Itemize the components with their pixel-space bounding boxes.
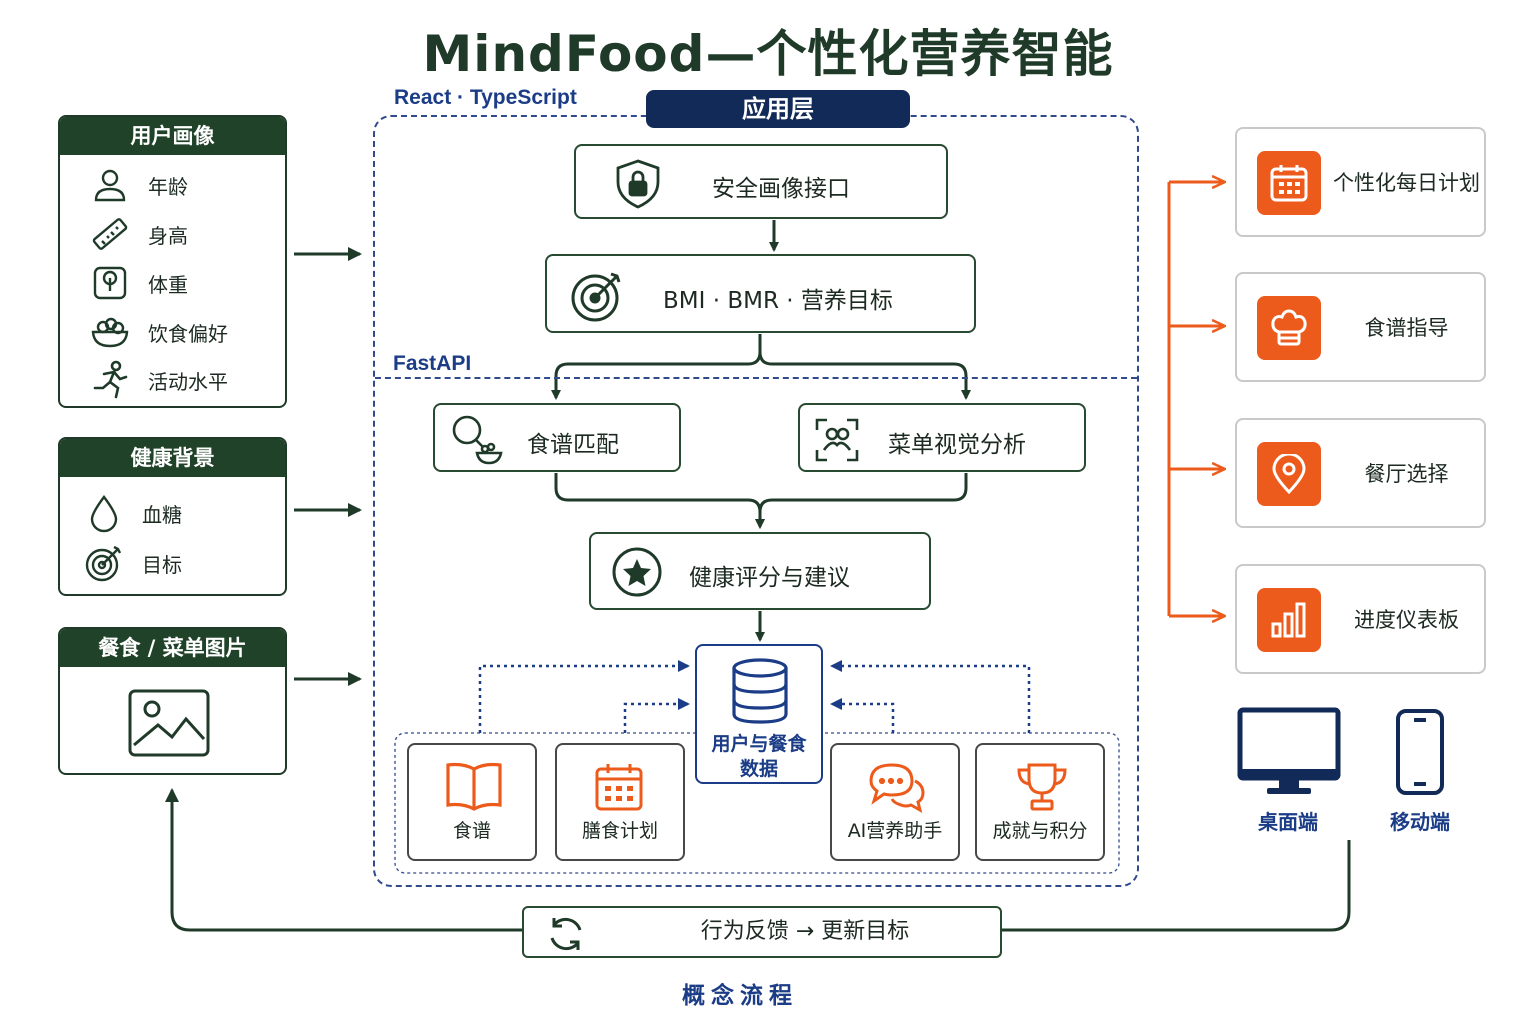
- ruler-icon: [92, 218, 128, 250]
- food-bowl-icon: [91, 317, 129, 348]
- health-item-label: 血糖: [142, 502, 182, 527]
- running-icon: [93, 360, 128, 399]
- health-item-glucose: 血糖: [84, 493, 182, 533]
- database-icon: [732, 658, 788, 724]
- calendar-icon: [1270, 165, 1308, 202]
- image-icon: [128, 689, 210, 757]
- fastapi-divider: [375, 377, 1137, 379]
- output-icon-tile: [1257, 151, 1321, 215]
- module-label: 成就与积分: [992, 820, 1088, 842]
- feedback-loop: [165, 788, 1351, 932]
- profile-item-height: 身高: [90, 214, 188, 254]
- meal-images-panel: 餐食 / 菜单图片: [58, 627, 287, 775]
- trophy-icon: [1017, 763, 1067, 811]
- user-icon: [94, 169, 126, 202]
- output-progress-dashboard: 进度仪表板: [1235, 564, 1486, 674]
- health-score-node: 健康评分与建议: [589, 532, 931, 610]
- health-score-label: 健康评分与建议: [689, 565, 850, 591]
- scale-icon: [93, 266, 127, 300]
- module-ai-assistant: AI营养助手: [830, 743, 960, 861]
- user-profile-title: 用户画像: [60, 117, 285, 155]
- profile-item-label: 体重: [148, 272, 188, 297]
- title-brand: MindFood: [422, 25, 706, 83]
- title-subtitle: 个性化营养智能: [756, 25, 1114, 83]
- backend-stack-label: FastAPI: [393, 352, 472, 375]
- module-recipes: 食谱: [407, 743, 537, 861]
- user-meal-database: 用户与餐食数据: [695, 644, 823, 784]
- profile-item-weight: 体重: [90, 263, 188, 303]
- profile-item-activity: 活动水平: [90, 360, 228, 400]
- title-dash: —: [705, 25, 757, 83]
- secure-profile-api-node: 安全画像接口: [574, 144, 948, 219]
- page-title: MindFood—个性化营养智能: [0, 14, 1536, 86]
- target-icon: [571, 272, 621, 322]
- output-recipe-guidance: 食谱指导: [1235, 272, 1486, 382]
- chat-icon: [869, 763, 925, 813]
- health-background-title: 健康背景: [60, 439, 285, 477]
- bar-chart-icon: [1271, 602, 1306, 638]
- application-layer-badge: 应用层: [646, 90, 910, 128]
- profile-item-diet: 饮食偏好: [90, 312, 228, 352]
- output-icon-tile: [1257, 296, 1321, 360]
- output-arrows: [1167, 182, 1224, 616]
- output-icon-tile: [1257, 588, 1321, 652]
- database-label: 用户与餐食数据: [711, 733, 807, 780]
- shield-lock-icon: [616, 159, 660, 209]
- health-background-panel: 健康背景 血糖 目标: [58, 437, 287, 596]
- phone-icon: [1396, 709, 1444, 795]
- book-icon: [446, 762, 502, 811]
- secure-profile-api-label: 安全画像接口: [712, 176, 850, 202]
- recipe-match-node: 食谱匹配: [433, 403, 681, 472]
- chef-hat-icon: [1271, 309, 1307, 346]
- profile-item-label: 身高: [148, 223, 188, 248]
- output-label: 餐厅选择: [1364, 462, 1449, 486]
- input-arrows: [294, 247, 362, 686]
- health-item-label: 目标: [142, 552, 182, 577]
- recipe-match-label: 食谱匹配: [527, 432, 619, 458]
- module-meal-plan: 膳食计划: [555, 743, 685, 861]
- profile-item-label: 年龄: [148, 174, 188, 199]
- data-links: [478, 660, 1031, 733]
- feedback-label: 行为反馈 → 更新目标: [700, 919, 910, 944]
- diagram-caption: 概念流程: [682, 983, 798, 1009]
- feedback-node: 行为反馈 → 更新目标: [522, 906, 1002, 958]
- output-label: 个性化每日计划: [1333, 171, 1480, 195]
- calendar-icon: [595, 764, 643, 811]
- modules-frame: [394, 732, 1120, 874]
- monitor-icon: [1237, 707, 1341, 794]
- frontend-stack-label: React · TypeScript: [394, 86, 577, 109]
- metrics-label: BMI · BMR · 营养目标: [663, 288, 893, 314]
- drop-icon: [90, 494, 118, 533]
- menu-vision-label: 菜单视觉分析: [888, 432, 1026, 458]
- health-item-goal: 目标: [84, 543, 182, 583]
- meal-images-title: 餐食 / 菜单图片: [60, 629, 285, 667]
- scan-icon: [815, 418, 859, 462]
- target-icon: [85, 545, 122, 582]
- module-label: 食谱: [452, 820, 491, 842]
- menu-vision-node: 菜单视觉分析: [798, 403, 1086, 472]
- metrics-node: BMI · BMR · 营养目标: [545, 254, 976, 333]
- mobile-label: 移动端: [1390, 810, 1450, 834]
- star-icon: [612, 547, 662, 597]
- module-label: AI营养助手: [847, 820, 943, 842]
- profile-item-label: 活动水平: [148, 369, 228, 394]
- module-achievements: 成就与积分: [975, 743, 1105, 861]
- output-label: 进度仪表板: [1354, 608, 1459, 632]
- module-label: 膳食计划: [581, 820, 658, 842]
- output-icon-tile: [1257, 442, 1321, 506]
- output-label: 食谱指导: [1364, 316, 1449, 340]
- refresh-icon: [550, 917, 582, 951]
- output-restaurant-choice: 餐厅选择: [1235, 418, 1486, 528]
- profile-item-label: 饮食偏好: [148, 321, 228, 346]
- profile-item-age: 年龄: [90, 165, 188, 205]
- user-profile-panel: 用户画像 年龄 身高 体重 饮食偏好 活动水平: [58, 115, 287, 408]
- search-food-icon: [452, 415, 503, 465]
- location-pin-icon: [1272, 454, 1306, 494]
- desktop-label: 桌面端: [1258, 810, 1318, 834]
- output-daily-plan: 个性化每日计划: [1235, 127, 1486, 237]
- pipeline-arrows: [551, 220, 971, 642]
